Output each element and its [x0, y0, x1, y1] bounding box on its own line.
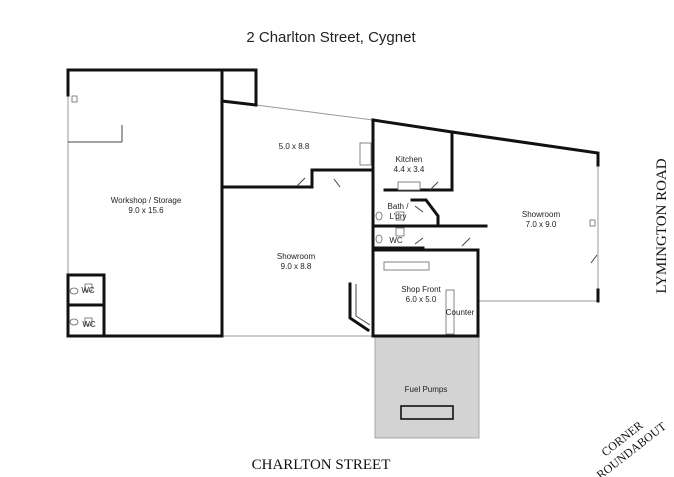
- bath-label-1: Bath /: [388, 202, 410, 211]
- shop-bench: [383, 261, 430, 271]
- switch-workshop: [71, 95, 78, 103]
- street-label-right: LYMINGTON ROAD: [654, 158, 670, 293]
- doors: [296, 177, 598, 264]
- entry-ramp: [348, 282, 371, 333]
- plan-title: 2 Charlton Street, Cygnet: [246, 29, 416, 46]
- switch-showroom-right: [589, 219, 596, 227]
- kitchen-name: Kitchen: [396, 155, 423, 164]
- wc-left-bottom-basin: [84, 317, 93, 326]
- bath-basin: [395, 211, 405, 221]
- counter-fixture: [445, 289, 455, 335]
- street-label-bottom: CHARLTON STREET: [252, 457, 391, 473]
- bath-toilet: [375, 211, 383, 221]
- wall-wc-left-top: [66, 273, 106, 338]
- wall-workshop-outer: [66, 68, 258, 107]
- workshop-size: 9.0 x 15.6: [128, 206, 164, 215]
- showroom-center-size: 9.0 x 8.8: [281, 262, 312, 271]
- entry-ramp-inner: [355, 284, 371, 326]
- wc-left-bottom-label: WC: [82, 320, 96, 329]
- fuel-pumps-label: Fuel Pumps: [405, 385, 448, 394]
- room-top-size: 5.0 x 8.8: [279, 142, 310, 151]
- window-top-diagonal: [255, 104, 374, 121]
- showroom-center-name: Showroom: [277, 252, 316, 261]
- door-room-top: [296, 177, 306, 187]
- room-labels: Workshop / Storage 9.0 x 15.6 5.0 x 8.8 …: [81, 142, 560, 329]
- door-kitchen: [429, 181, 439, 191]
- wc-mid-basin: [395, 227, 405, 237]
- wall-kitchen-top: [371, 118, 600, 167]
- door-shop-right: [590, 254, 598, 264]
- window-lines: [67, 95, 599, 337]
- wc-left-bottom-toilet: [69, 318, 79, 326]
- shop-front-size: 6.0 x 5.0: [406, 295, 437, 304]
- corner-label: CORNER ROUNDABOUT: [594, 418, 669, 477]
- wc-mid-toilet: [375, 234, 383, 244]
- shop-front-name: Shop Front: [401, 285, 441, 294]
- kitchen-sink: [359, 142, 372, 166]
- fuel-pump-island: [400, 405, 454, 420]
- fuel-area-fill: [374, 336, 480, 439]
- wc-left-top-label: WC: [81, 286, 95, 295]
- wc-mid-label: WC: [389, 236, 403, 245]
- kitchen-bench: [397, 181, 421, 191]
- door-bath: [414, 205, 424, 213]
- workshop-name: Workshop / Storage: [111, 196, 182, 205]
- fuel-pumps-area: Fuel Pumps: [374, 336, 480, 439]
- wall-bath-angled: [410, 198, 440, 228]
- showroom-right-size: 7.0 x 9.0: [526, 220, 557, 229]
- wall-top-diagonal-a: [220, 99, 258, 107]
- wc-left-top-basin: [84, 283, 93, 292]
- kitchen-size: 4.4 x 3.4: [394, 165, 425, 174]
- door-wc-mid: [414, 237, 424, 245]
- fixtures: [68, 95, 596, 335]
- counter-label: Counter: [446, 308, 475, 317]
- door-showroom-right: [461, 237, 471, 247]
- door-showroom-center: [333, 178, 341, 188]
- showroom-right-name: Showroom: [522, 210, 561, 219]
- wc-left-top-toilet: [69, 287, 79, 295]
- bath-label-2: L'dry: [389, 212, 406, 221]
